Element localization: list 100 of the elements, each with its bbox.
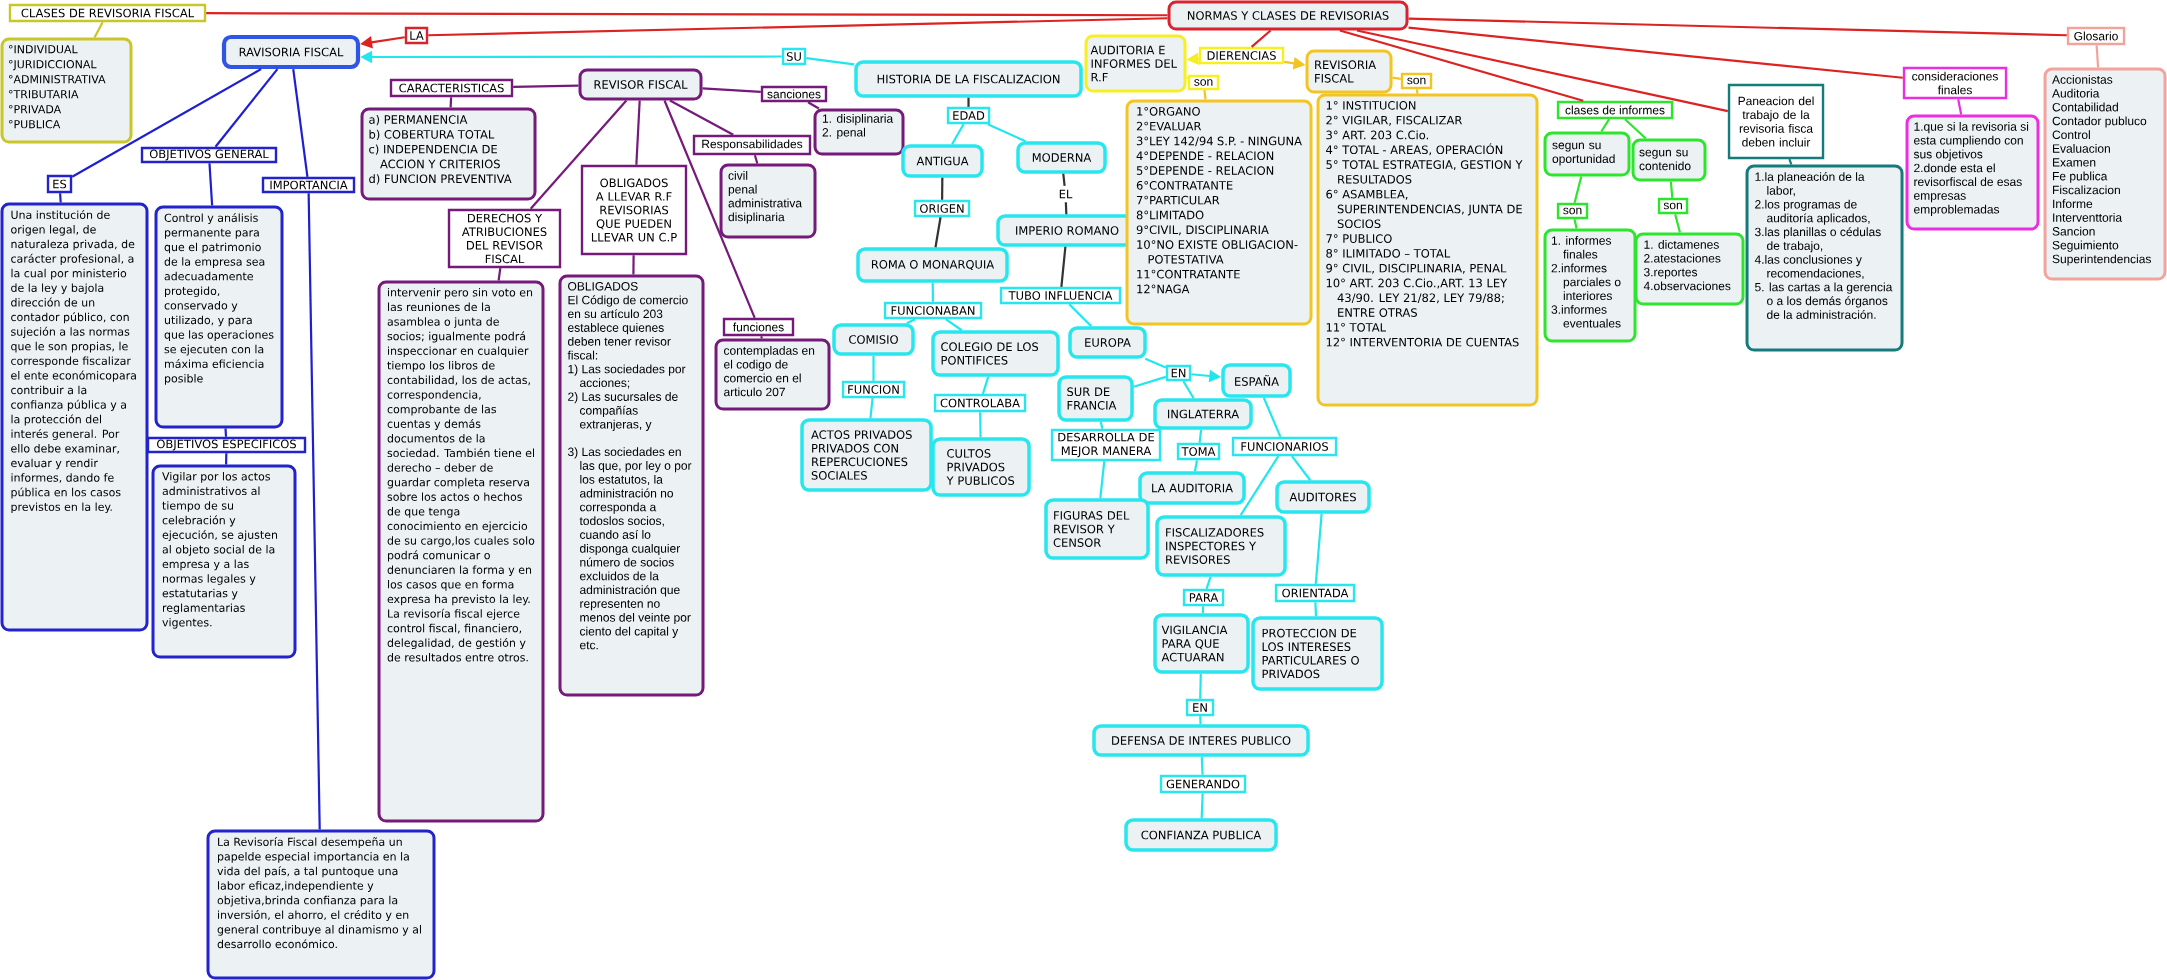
text-box: intervenir pero sin voto en las reuniones de la asamblea o junta de socios; igualmente podrá inspeccionar en cualquier tiempo los libros de contabilidad, los de actas, correspondencia, comprobante de las cuentas y demás documentos de la sociedad. También tiene el derecho – deber de guardar completa reserva sobre los actos o hechos de que tenga conocimiento en ejercicio de su cargo,los cuales solo podrá comunicar o denunciaren la forma y en los casos que en forma expresa ha previsto la ley. La revisoría fiscal ejerce control fiscal, financiero, delegalidad, de gestión y de resultados entre otros. — [377, 280, 545, 823]
label-box: consideraciones finales — [1902, 66, 2008, 100]
label-box: IMPORTANCIA — [261, 176, 356, 194]
connector-line — [753, 154, 759, 164]
label-box: EN — [1165, 364, 1192, 382]
concept-box: ANTIGUA — [901, 144, 984, 178]
text-box: 1°ORGANO 2°EVALUAR 3°LEY 142/94 S.P. - NINGUNA 4°DEPENDE - RELACION 5°DEPENDE - RELACION 6°CONTRATANTE 7°PARTICULAR 8°LIMITADO 9°CIVIL, DISCIPLINARIA 10°NO EXISTE OBLIGACION- POTESTATIVA 11°CONTRATANTE 12°NAGA — [1125, 99, 1313, 326]
connector-line — [1200, 793, 1204, 819]
concept-box: HISTORIA DE LA FISCALIZACION — [854, 60, 1083, 98]
text-box: 1. dictamenes 2.atestaciones 3.reportes 4.observaciones — [1634, 232, 1745, 306]
concept-box: FISCALIZADORES INSPECTORES Y REVISORES — [1155, 515, 1287, 577]
text-box: Una institución de origen legal, de naturaleza privada, de carácter profesional, a la cual por ministerio de la ley y bajola dirección de un contador público, con sujeción a las normas que le son propias, le corresponde fiscalizar el ente económicopara contribuir a la confianza pública y a la protección del interés general. Por ello debe examinar, evaluar y rendir informes, dando fe pública en los casos previstos en la ley. — [0, 202, 149, 632]
connector-line — [906, 318, 916, 325]
connector-line — [1356, 29, 1729, 113]
concept-box: REVISOR FISCAL — [578, 68, 703, 101]
connector-line — [760, 335, 763, 339]
concept-box: COMISIO — [832, 323, 915, 356]
text-box: °INDIVIDUAL °JURIDICCIONAL °ADMINISTRATIVA °TRIBUTARIA °PRIVADA °PUBLICA — [0, 37, 133, 144]
concept-box: segun su contenido — [1631, 138, 1707, 182]
label-box: funciones — [722, 317, 795, 337]
label-box: son — [1657, 197, 1689, 215]
label-box: CARACTERISTICAS — [389, 78, 514, 98]
label-box: son — [1187, 74, 1220, 91]
connector-line — [1060, 246, 1067, 287]
label-box: OBLIGADOS A LLEVAR R.F REVISORIAS QUE PUEDEN LLEVAR UN C.P — [580, 164, 688, 256]
connector-line — [1669, 181, 1674, 198]
connector-line — [702, 87, 761, 94]
connector-line — [987, 123, 1026, 143]
connector-line — [206, 12, 1168, 17]
connector-line — [663, 100, 756, 319]
connector-line — [979, 412, 982, 438]
label-box: FUNCION — [841, 380, 906, 399]
concept-box: AUDITORES — [1275, 480, 1371, 514]
connector-line — [1199, 673, 1202, 699]
concept-box: ROMA O MONARQUIA — [856, 247, 1009, 283]
connector-line — [1099, 421, 1104, 430]
concept-box: COLEGIO DE LOS PONTIFICES — [931, 330, 1060, 377]
connector-line — [1408, 26, 1903, 79]
connector-line — [981, 376, 990, 395]
connector-line — [224, 428, 228, 437]
connector-line — [208, 163, 214, 206]
label-box: FUNCIONABAN — [883, 301, 983, 320]
label-box: ES — [46, 174, 73, 194]
connector-line — [934, 217, 942, 248]
connector-line — [806, 56, 855, 66]
concept-box: EUROPA — [1068, 326, 1147, 359]
connector-line — [1064, 202, 1068, 215]
connector-line — [497, 268, 502, 281]
concept-box: DEFENSA DE INTERES PUBLICO — [1092, 724, 1310, 757]
text-box: 1. informes finales 2.informes parciales o interiores 3.informes eventuales — [1543, 228, 1637, 343]
connector-line — [869, 398, 874, 419]
connector-line — [1573, 218, 1578, 229]
concept-box: NORMAS Y CLASES DE REVISORIAS — [1167, 0, 1409, 31]
connector-line — [1250, 29, 1272, 48]
label-box: SU — [781, 47, 807, 66]
label-box: EDAD — [946, 106, 991, 125]
connector-line — [428, 17, 1168, 37]
connector-line — [1314, 513, 1323, 584]
concept-box: ESPAÑA — [1221, 363, 1292, 398]
connector-line — [872, 355, 875, 381]
text-box: 1° INSTITUCION 2° VIGILAR, FISCALIZAR 3° ART. 203 C.Cio. 4° TOTAL - AREAS, OPERACIÓN 5° TOTAL ESTRATEGIA, GESTION Y RESULTADOS 6° ASAMBLEA, SUPERINTENDENCIAS, JUNTA DE SOCIOS 7° PUBLICO 8° ILIMITADO – TOTAL 9° CIVIL, DISCIPLINARIA, PENAL 10° ART. 203 C.Cio.,ART. 13 LEY 43/90. LEY 21/82, LEY 79/88; ENTRE OTRAS 11° TOTAL 12° INTERVENTORIA DE CUENTAS — [1316, 93, 1539, 407]
concept-box: REVISORIA FISCAL — [1305, 49, 1393, 94]
connector-line — [1182, 380, 1195, 399]
connector-line — [1339, 29, 1584, 102]
connector-line — [1408, 17, 2067, 37]
concept-box: CULTOS PRIVADOS Y PUBLICOS — [931, 437, 1031, 497]
connector-line — [1200, 756, 1204, 775]
connector-line — [71, 68, 262, 178]
connector-line — [1573, 176, 1583, 204]
concept-box: FIGURAS DEL REVISOR Y CENSOR — [1044, 498, 1150, 560]
text-box: 1.que si la revisoria si esta cumpliendo con sus objetivos 2.donde esta el revisorfiscal de esas empresas emproblemadas — [1905, 114, 2040, 231]
connector-line — [1314, 602, 1318, 617]
text-box: contempladas en el codigo de comercio en el articulo 207 — [714, 338, 831, 411]
connector-line — [1062, 173, 1066, 186]
text-box: a) PERMANENCIA b) COBERTURA TOTAL c) INDEPENDENCIA DE ACCION Y CRITERIOS d) FUNCION PREVENTIVA — [360, 107, 537, 201]
connector-line — [1957, 99, 1963, 115]
label-box: son — [1400, 72, 1433, 90]
connector-line — [1193, 460, 1199, 472]
concept-box: RAVISORIA FISCAL — [221, 34, 361, 70]
label-box: OBJETIVOS ESPECIFICOS — [146, 436, 307, 454]
label-box: DESARROLLA DE MEJOR MANERA — [1050, 428, 1162, 462]
concept-box: INGLATERRA — [1153, 398, 1253, 430]
text-box: Control y análisis permanente para que el patrimonio de la empresa sea adecuadamente protegido, conservado y utilizado, y para que las operaciones se ejecuten con la máxima eficiencia posible — [154, 205, 284, 429]
connector-line — [1239, 455, 1280, 516]
connector-line — [951, 123, 965, 145]
connector-line — [1674, 213, 1682, 233]
connector-line — [225, 453, 228, 465]
connector-line — [214, 68, 279, 148]
label-box: EN — [1185, 698, 1215, 717]
label-box: ORIENTADA — [1274, 583, 1356, 603]
connector-line — [1186, 76, 1189, 80]
connector-line — [1262, 397, 1282, 438]
label-box: son — [1556, 202, 1589, 220]
connector-line — [93, 21, 104, 38]
text-box: Accionistas Auditoria Contabilidad Contador publuco Control Evaluacion Examen Fe publica Fiscalizacion Informe Interventtoria Sancion Seguimiento Superintendencias — [2043, 67, 2167, 281]
concept-box: ACTOS PRIVADOS PRIVADOS CON REPERCUCIONES SOCIALES — [800, 418, 933, 492]
text-box: civil penal administrativa disiplinaria — [719, 163, 817, 239]
linking-word: EL — [1056, 186, 1075, 202]
label-box: DERECHOS Y ATRIBUCIONES DEL REVISOR FISCAL — [447, 208, 562, 269]
concept-box: segun su oportunidad — [1543, 131, 1631, 177]
